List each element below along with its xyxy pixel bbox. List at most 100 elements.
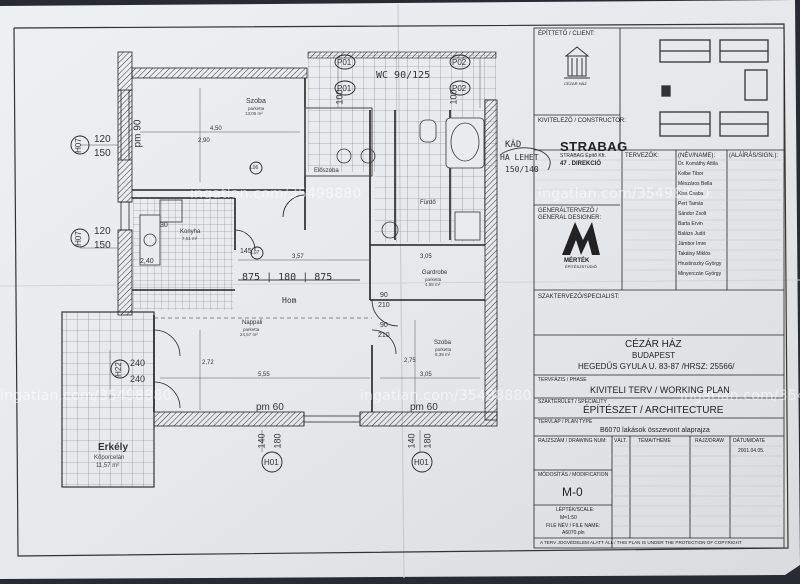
client-logo-icon: [564, 46, 590, 79]
room-erkely-floor: Kőporcelán: [94, 455, 125, 461]
designer-name: Sándor Zsolt: [678, 211, 707, 217]
handwriting-ha-lehet: HA LEHET: [500, 153, 539, 162]
room-szoba-1-area: 13,05 m²: [245, 111, 263, 116]
dim-120-top: 120: [94, 134, 111, 145]
dim-pm90: pm 90: [132, 119, 144, 148]
mertek-logo-text: MÉRTÉK: [564, 258, 590, 264]
dim-pm60-right: pm 60: [410, 402, 438, 413]
room-szoba-1-floor: parketta: [248, 106, 265, 111]
wall-top-right: [307, 51, 497, 59]
interior-walls: [132, 78, 485, 412]
dim-90-b: 90: [380, 292, 388, 299]
section-markers: [70, 54, 471, 473]
dimension-lines: [80, 58, 481, 452]
dim-150-top: 150: [94, 148, 111, 159]
client-label: ÉPÍTTETŐ / CLIENT:: [538, 31, 595, 37]
handwriting-hom: Hom: [282, 296, 297, 305]
dim-180-right: 180: [422, 433, 433, 449]
wall-top: [131, 67, 308, 79]
room-nappali-area: 24,57 m²: [240, 332, 258, 337]
dim-275: 2,75: [404, 358, 416, 364]
theme-header: TÉMA/THEME: [638, 438, 671, 444]
designers-header: TERVEZŐK:: [625, 153, 659, 159]
specialist-label: SZAKTERVEZŐ/SPECIALIST:: [538, 294, 620, 300]
watermark: ingatlan.com/35498880: [360, 388, 532, 404]
room-gardrobe-area: 4,88 m²: [425, 282, 441, 287]
dim-210-b: 210: [378, 302, 390, 309]
drawing-number-label: RAJZSZÁM / DRAWING NUM:: [538, 438, 607, 444]
designer-name: Takátsy Miklós: [678, 251, 711, 257]
designer-name: Kiss Csaba: [678, 191, 704, 197]
wall-bottom-left: [153, 411, 305, 427]
revision-header: VÁLT.: [614, 438, 627, 444]
key-plan-icon: [659, 39, 769, 137]
room-eloszoba: Előszoba: [314, 168, 339, 174]
marker-h07-mid: H07: [73, 231, 83, 246]
dim-140-left: 140: [256, 433, 267, 449]
room-furdo: Fürdő: [420, 200, 436, 206]
dim-145: 145: [240, 248, 252, 255]
watermark: ingatlan.com/35498880: [538, 186, 710, 202]
modification-label: MÓDOSÍTÁS / MODIFICATION: [538, 472, 609, 478]
title-block-rows: [534, 159, 784, 527]
designer-name: Minyerczán György: [678, 271, 722, 277]
designer-name: Pert Tamás: [678, 201, 704, 207]
dim-120-mid: 120: [94, 226, 111, 237]
room-konyha-name: Konyha: [180, 229, 201, 235]
marker-p01-a: P01: [337, 58, 352, 67]
scale-label: LÉPTÉK/SCALE:: [556, 507, 595, 513]
date-value: 2001.04.05.: [738, 448, 765, 454]
strabag-subtitle: STRABAG Építő Kft.: [560, 153, 606, 159]
file-name-value: A6070.pln: [562, 530, 585, 536]
handwriting-dimension-row: 875 | 180 | 875: [242, 272, 333, 283]
marker-h07-top: H07: [73, 138, 83, 153]
designer-name: Hrustinszky György: [678, 261, 722, 267]
plan-type-value: B6070 lakások összevont alaprajza: [600, 427, 710, 434]
watermark: ingatlan.com/35498880: [0, 388, 172, 404]
designer-name: Balázs Judit: [678, 231, 705, 237]
names-header: (NÉV/NAME):: [678, 153, 716, 159]
room-gardrobe-name: Gardrobe: [422, 270, 448, 276]
dim-290: 2,90: [198, 138, 210, 144]
room-erkely-name: Erkély: [98, 442, 129, 453]
constructor-label: KIVITELEZŐ / CONSTRUCTOR:: [538, 118, 626, 124]
handwriting-strokes: [238, 107, 551, 281]
designer-name: Dr. Komáthy Attila: [678, 161, 718, 167]
dim-240-kitchen: 2,40: [140, 258, 154, 265]
dim-90: 90: [380, 322, 388, 329]
dim-357: 3,57: [292, 254, 304, 260]
draw-header: RAJZ/DRAW: [695, 438, 724, 444]
marker-p02-a: P02: [452, 58, 467, 67]
dim-240-b: 240: [130, 374, 146, 384]
marker-l07: L07: [251, 250, 260, 256]
dim-pm60-left: pm 60: [256, 402, 284, 413]
dim-240-a: 240: [130, 358, 146, 368]
client-logo-text: CEZAR HÁZ: [564, 81, 587, 86]
signature-header: (ALÁÍRÁS/SIGN.):: [729, 153, 779, 159]
modification-value: M-0: [562, 485, 583, 499]
wall-right: [484, 99, 498, 421]
mertek-subtitle: ÉPÍTÉSZSTÚDIÓ: [565, 264, 597, 269]
dim-305-a: 3,05: [420, 372, 432, 378]
title-block: [533, 27, 785, 549]
designer-name: Mészáros Bella: [678, 181, 713, 187]
dim-30: 30: [160, 222, 168, 229]
project-name: CÉZÁR HÁZ: [625, 339, 682, 350]
balcony-tiles: [62, 312, 154, 487]
dim-555: 5,55: [258, 372, 270, 378]
marker-l06: L06: [250, 165, 259, 171]
date-header: DÁTUM/DATE: [733, 438, 766, 444]
project-city: BUDAPEST: [632, 351, 676, 360]
room-szoba-2-area: 8,39 m²: [435, 352, 451, 357]
room-gardrobe-floor: parketta: [425, 277, 442, 282]
strabag-direction: 47 . DIREKCIÓ: [560, 161, 602, 167]
handwriting-kad: KÁD: [505, 140, 522, 150]
room-erkely-area: 11,57 m²: [96, 463, 120, 469]
speciality-value: ÉPÍTÉSZET / ARCHITECTURE: [583, 405, 724, 416]
dim-150-mid: 150: [94, 240, 111, 251]
watermark: ingatlan.com/35498880: [680, 388, 800, 404]
wall-left-top: [117, 51, 133, 203]
phase-value: KIVITELI TERV / WORKING PLAN: [590, 385, 730, 395]
